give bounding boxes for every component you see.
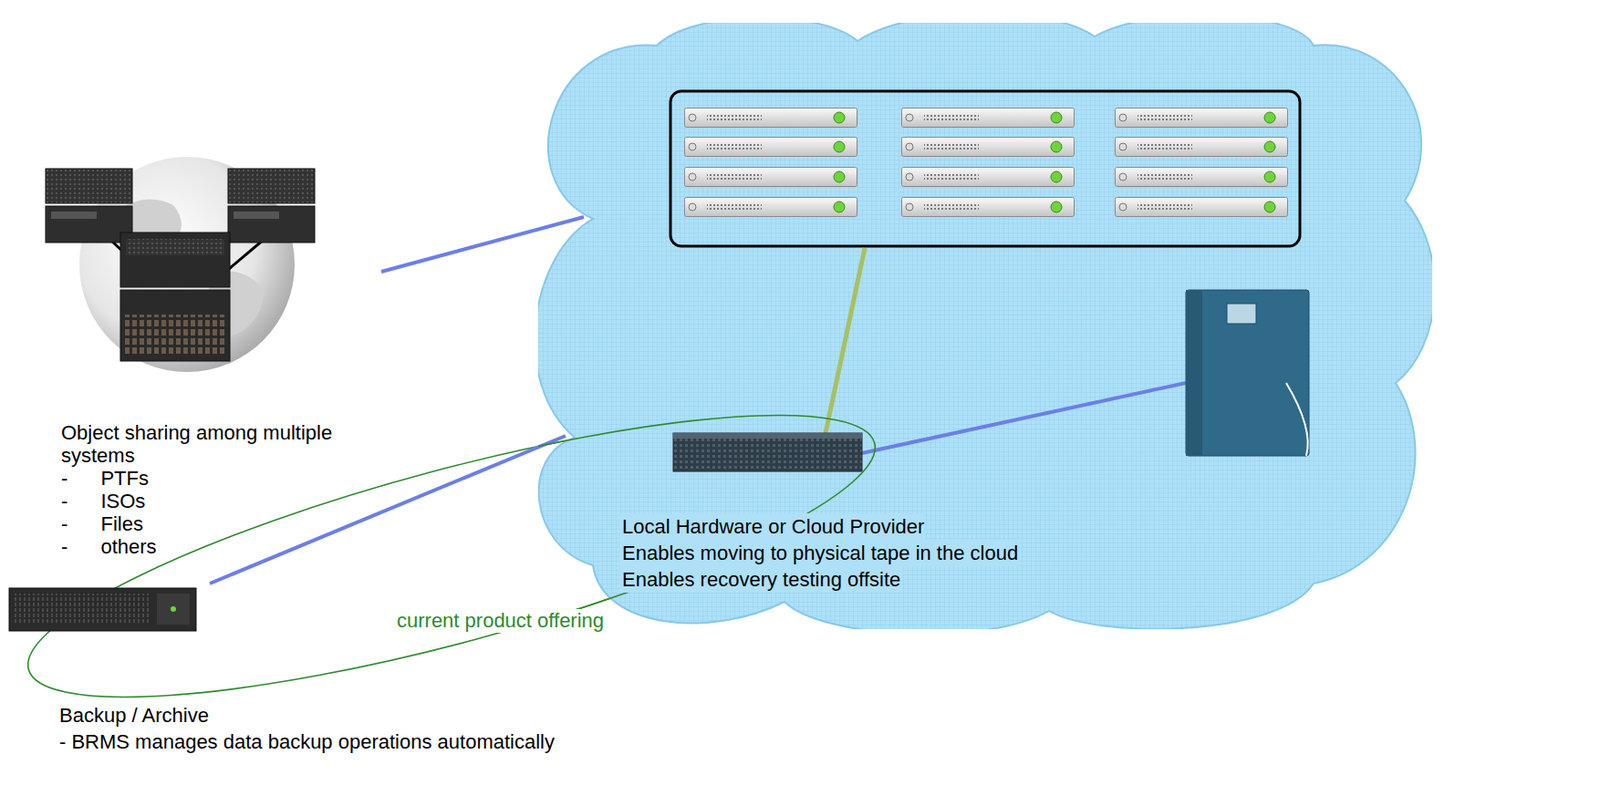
list-item: - others [59, 535, 159, 559]
group-heading: Object sharing among multiple systems [59, 421, 375, 468]
cloud-region: Local Hardware or Cloud ProviderEnables … [538, 22, 1433, 630]
cloud-shape [538, 22, 1433, 630]
list-item: - Files [59, 512, 146, 536]
description-text: - BRMS manages data backup operations au… [57, 728, 557, 756]
globe-systems-group: Object sharing among multiple systems- P… [36, 155, 382, 566]
cloud-note: Enables moving to physical tape in the c… [620, 540, 1020, 567]
text-group: Backup / Archive- BRMS manages data back… [57, 702, 788, 756]
annotation-label: current product offering [394, 609, 607, 634]
group-heading: Backup / Archive [57, 702, 211, 729]
list-item: - PTFs [59, 467, 151, 490]
text-group: Object sharing among multiple systems- P… [59, 421, 375, 559]
list-item: - ISOs [59, 489, 147, 513]
cloud-note: Enables recovery testing offsite [620, 566, 903, 593]
text-group: Local Hardware or Cloud ProviderEnables … [620, 513, 1369, 593]
cloud-heading: Local Hardware or Cloud Provider [620, 513, 926, 541]
